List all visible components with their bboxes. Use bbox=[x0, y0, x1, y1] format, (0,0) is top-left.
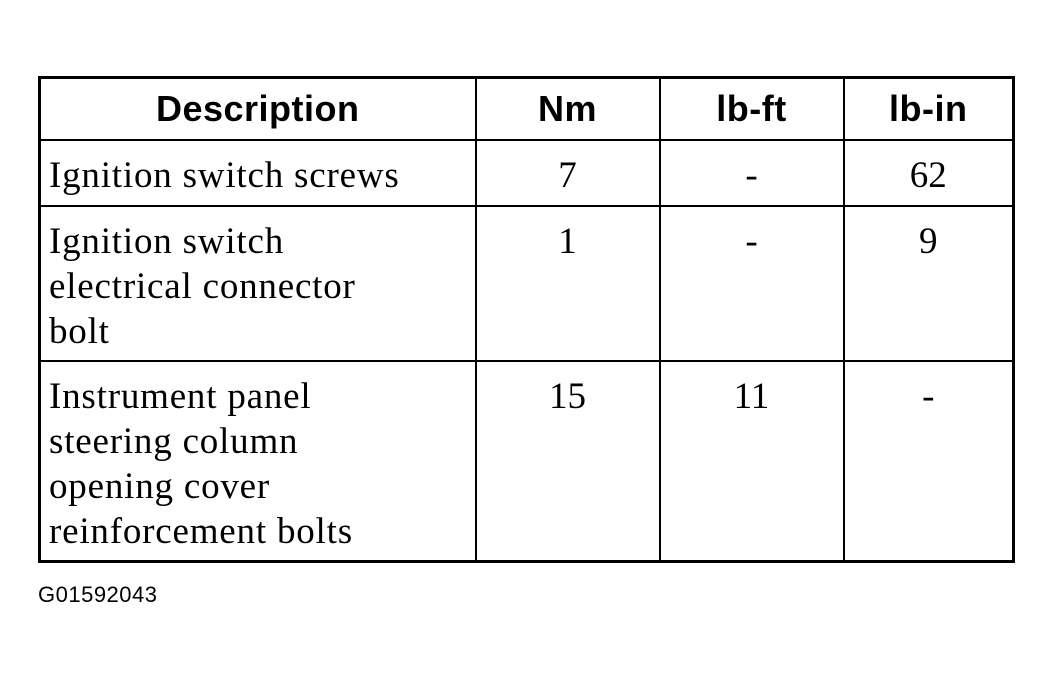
row-lb-ft: - bbox=[658, 139, 845, 207]
row-lb-in: 9 bbox=[842, 205, 1015, 362]
row-nm: 15 bbox=[474, 360, 661, 563]
row-nm: 1 bbox=[474, 205, 661, 362]
row-description: Instrument panel steering column opening… bbox=[38, 360, 477, 563]
header-lb-in: lb-in bbox=[842, 76, 1015, 141]
table-row: Ignition switch electrical connector bol… bbox=[38, 205, 1015, 362]
row-lb-ft: - bbox=[658, 205, 845, 362]
torque-spec-table: Description Nm lb-ft lb-in Ignition swit… bbox=[38, 76, 1015, 563]
row-lb-in: 62 bbox=[842, 139, 1015, 207]
header-nm: Nm bbox=[474, 76, 661, 141]
row-nm: 7 bbox=[474, 139, 661, 207]
row-description: Ignition switch electrical connector bol… bbox=[38, 205, 477, 362]
header-description: Description bbox=[38, 76, 477, 141]
row-lb-in: - bbox=[842, 360, 1015, 563]
table-header-row: Description Nm lb-ft lb-in bbox=[38, 76, 1015, 141]
row-lb-ft: 11 bbox=[658, 360, 845, 563]
table-row: Instrument panel steering column opening… bbox=[38, 360, 1015, 563]
header-lb-ft: lb-ft bbox=[658, 76, 845, 141]
table-row: Ignition switch screws 7 - 62 bbox=[38, 139, 1015, 207]
figure-code: G01592043 bbox=[38, 582, 158, 607]
row-description: Ignition switch screws bbox=[38, 139, 477, 207]
